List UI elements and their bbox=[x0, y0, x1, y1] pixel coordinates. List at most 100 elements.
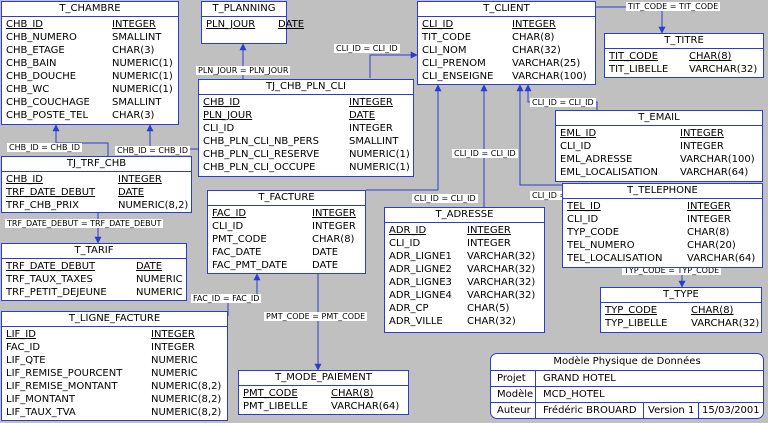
field-type: VARCHAR(32) bbox=[467, 290, 536, 301]
field-row: CHB_NUMERO SMALLINT bbox=[6, 31, 174, 44]
field-type: INTEGER bbox=[112, 19, 156, 30]
entity-title: T_FACTURE bbox=[208, 191, 365, 206]
field-row: CHB_DOUCHE NUMERIC(1) bbox=[6, 70, 174, 83]
field-type: NUMERIC(1) bbox=[112, 71, 173, 82]
field-name: TYP_CODE bbox=[605, 305, 658, 316]
field-name: CHB_NUMERO bbox=[6, 32, 77, 43]
entity-title: T_ADRESSE bbox=[385, 208, 544, 223]
field-type: VARCHAR(64) bbox=[331, 401, 400, 412]
field-type: INTEGER bbox=[312, 221, 356, 232]
field-type: VARCHAR(32) bbox=[467, 264, 536, 275]
link-label: PLN_JOUR = PLN_JOUR bbox=[196, 66, 291, 75]
field-name: CHB_WC bbox=[6, 84, 50, 95]
field-name: EML_ID bbox=[560, 128, 597, 139]
field-name: FAC_ID bbox=[6, 342, 41, 353]
legend-divider bbox=[491, 386, 763, 387]
field-name: CHB_DOUCHE bbox=[6, 71, 77, 82]
field-type: NUMERIC(1) bbox=[349, 149, 410, 160]
field-type: NUMERIC bbox=[151, 355, 198, 366]
field-name: PMT_LIBELLE bbox=[243, 401, 308, 412]
field-name: LIF_REMISE_MONTANT bbox=[6, 381, 118, 392]
field-name: CHB_BAIN bbox=[6, 58, 57, 69]
entity-title: T_TYPE bbox=[601, 288, 761, 303]
field-name: ADR_LIGNE1 bbox=[389, 251, 452, 262]
link-label: CLI_ID = CLI_ID bbox=[412, 194, 478, 203]
field-name: CLI_ID bbox=[389, 238, 421, 249]
field-type: SMALLINT bbox=[112, 32, 162, 43]
field-name: CLI_PRENOM bbox=[422, 58, 486, 69]
legend-box: Modèle Physique de Données Projet GRAND … bbox=[490, 353, 764, 419]
field-type: VARCHAR(25) bbox=[512, 58, 581, 69]
field-name: TRF_DATE_DEBUT bbox=[6, 187, 96, 198]
field-row: CLI_ID INTEGER bbox=[212, 220, 361, 233]
field-name: TEL_ID bbox=[567, 201, 601, 212]
link-cli-tj bbox=[369, 51, 418, 78]
legend-divider bbox=[643, 402, 644, 418]
field-name: ADR_CP bbox=[389, 303, 429, 314]
field-name: TEL_LOCALISATION bbox=[567, 253, 663, 264]
field-name: CLI_ID bbox=[422, 19, 454, 30]
field-row: PMT_LIBELLE VARCHAR(64) bbox=[243, 400, 404, 413]
field-type: CHAR(3) bbox=[112, 110, 155, 121]
legend-date: 15/03/2001 bbox=[702, 405, 760, 416]
field-type: INTEGER bbox=[680, 128, 724, 139]
entity-title: T_TELEPHONE bbox=[563, 184, 762, 199]
legend-version: Version 1 bbox=[648, 405, 695, 416]
field-type: NUMERIC(8,2) bbox=[118, 200, 189, 211]
field-row: LIF_MONTANT NUMERIC(8,2) bbox=[6, 393, 223, 406]
field-type: NUMERIC bbox=[136, 274, 183, 285]
field-type: INTEGER bbox=[467, 238, 511, 249]
field-type: SMALLINT bbox=[112, 97, 162, 108]
field-name: CLI_ID bbox=[212, 221, 244, 232]
field-name: FAC_DATE bbox=[212, 247, 262, 258]
field-name: PLN_JOUR bbox=[203, 110, 253, 121]
field-name: CLI_NOM bbox=[422, 45, 467, 56]
entity-title: T_CLIENT bbox=[418, 2, 595, 17]
link-label: CHB_ID = CHB_ID bbox=[7, 143, 83, 152]
link-label: CHB_ID = CHB_ID bbox=[115, 146, 191, 155]
field-type: INTEGER bbox=[687, 214, 731, 225]
field-type: NUMERIC(8,2) bbox=[151, 394, 222, 405]
field-name: LIF_MONTANT bbox=[6, 394, 76, 405]
field-name: CLI_ID bbox=[203, 123, 235, 134]
field-type: INTEGER bbox=[349, 97, 393, 108]
field-name: FAC_ID bbox=[212, 208, 247, 219]
legend-divider bbox=[535, 370, 536, 418]
field-row: CLI_PRENOM VARCHAR(25) bbox=[422, 57, 591, 70]
link-label: CLI_ID = CLI_ID bbox=[334, 44, 400, 53]
legend-divider bbox=[491, 370, 763, 371]
field-type: VARCHAR(64) bbox=[680, 167, 749, 178]
